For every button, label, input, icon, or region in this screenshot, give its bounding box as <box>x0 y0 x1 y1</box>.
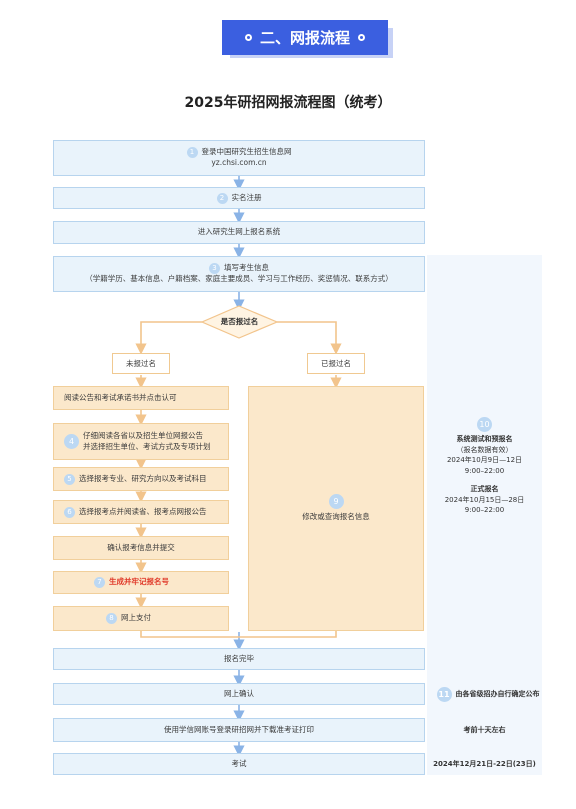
section-banner: 二、网报流程 <box>222 20 388 55</box>
print-note: 考前十天左右 <box>463 726 506 734</box>
step-9-text: 修改或查询报名信息 <box>302 512 370 522</box>
trial-title: 系统测试和预报名 <box>456 435 513 443</box>
print-ticket-text: 使用学信网账号登录研招网并下载准考证打印 <box>164 724 314 734</box>
schedule-print: 考前十天左右 <box>427 718 542 742</box>
step-pay: 8 网上支付 <box>53 606 229 631</box>
step-print-ticket: 使用学信网账号登录研招网并下载准考证打印 <box>53 718 425 742</box>
step-fill-info: 3 填写考生信息 （学籍学历、基本信息、户籍档案、家庭主要成员、学习与工作经历、… <box>53 256 425 292</box>
step-exam: 考试 <box>53 753 425 775</box>
enter-system-text: 进入研究生网上报名系统 <box>197 227 281 237</box>
step-4-line2: 并选择招生单位、考试方式及专项计划 <box>83 441 211 451</box>
step-4-number: 4 <box>64 434 79 449</box>
banner-dot-left-icon <box>244 34 252 41</box>
step-modify-query: 9 修改或查询报名信息 <box>248 386 424 631</box>
schedule-registration: 10 系统测试和预报名 （报名数据有效） 2024年10月9日—12日 9:00… <box>427 417 542 516</box>
step-login: 1 登录中国研究生招生信息网 yz.chsi.com.cn <box>53 140 425 176</box>
step-5-text: 选择报考专业、研究方向以及考试科目 <box>79 473 207 483</box>
step-9-number: 9 <box>328 494 344 510</box>
step-enter-system: 进入研究生网上报名系统 <box>53 221 425 244</box>
step-11-number: 11 <box>436 686 452 702</box>
confirm-submit-text: 确认报考信息并提交 <box>107 542 175 552</box>
exam-date: 2024年12月21日-22日(23日) <box>433 760 536 768</box>
step-8-number: 8 <box>106 613 117 624</box>
step-done: 报名完毕 <box>53 648 425 670</box>
step-select-site: 6 选择报考点并阅读省、报考点网报公告 <box>53 500 229 524</box>
step-read-agree: 阅读公告和考试承诺书并点击认可 <box>53 386 229 410</box>
exam-text: 考试 <box>231 758 247 768</box>
reported-label: 已报过名 <box>307 353 365 374</box>
schedule-exam: 2024年12月21日-22日(23日) <box>427 753 542 775</box>
formal-title: 正式报名 <box>470 485 499 493</box>
schedule-confirm: 11 由各省级招办自行确定公布 <box>432 683 544 705</box>
step-1-text: 登录中国研究生招生信息网 <box>201 147 292 157</box>
step-select-unit: 4 仔细阅读各省以及招生单位网报公告 并选择招生单位、考试方式及专项计划 <box>53 423 229 460</box>
confirm-note: 由各省级招办自行确定公布 <box>455 690 540 698</box>
decision-diamond-shape <box>200 305 279 339</box>
not-reported-label: 未报过名 <box>112 353 170 374</box>
banner-dot-right-icon <box>358 34 365 41</box>
step-online-confirm: 网上确认 <box>53 683 425 705</box>
trial-time: 9:00–22:00 <box>464 466 505 475</box>
step-7-text: 生成并牢记报名号 <box>109 577 169 587</box>
step-2-text: 实名注册 <box>231 192 262 202</box>
banner-title: 二、网报流程 <box>259 29 350 47</box>
step-8-text: 网上支付 <box>121 613 151 623</box>
step-3-detail: （学籍学历、基本信息、户籍档案、家庭主要成员、学习与工作经历、奖惩情况、联系方式… <box>85 274 393 284</box>
step-select-major: 5 选择报考专业、研究方向以及考试科目 <box>53 467 229 491</box>
step-generate-number: 7 生成并牢记报名号 <box>53 571 229 594</box>
online-confirm-text: 网上确认 <box>224 688 254 698</box>
trial-date: 2024年10月9日—12日 <box>446 456 523 464</box>
step-10-number: 10 <box>477 417 492 432</box>
step-3-text: 填写考生信息 <box>224 263 269 273</box>
trial-note: （报名数据有效） <box>456 445 513 454</box>
step-confirm-submit: 确认报考信息并提交 <box>53 536 229 560</box>
step-4-line1: 仔细阅读各省以及招生单位网报公告 <box>83 430 203 440</box>
formal-time: 9:00–22:00 <box>464 506 505 514</box>
step-3-number: 3 <box>209 263 220 275</box>
step-7-number: 7 <box>94 577 105 588</box>
done-text: 报名完毕 <box>224 653 254 663</box>
read-agree-text: 阅读公告和考试承诺书并点击认可 <box>64 392 177 402</box>
step-1-url: yz.chsi.com.cn <box>211 158 267 168</box>
step-1-number: 1 <box>186 147 198 159</box>
step-6-text: 选择报考点并阅读省、报考点网报公告 <box>79 506 207 516</box>
step-2-number: 2 <box>216 192 228 204</box>
step-6-number: 6 <box>64 506 75 518</box>
step-register: 2 实名注册 <box>53 187 425 209</box>
decision-label: 是否报过名 <box>220 317 259 326</box>
formal-date: 2024年10月15日—28日 <box>444 495 525 504</box>
page-title: 2025年研招网报流程图（统考） <box>184 95 392 111</box>
step-5-number: 5 <box>64 473 75 485</box>
